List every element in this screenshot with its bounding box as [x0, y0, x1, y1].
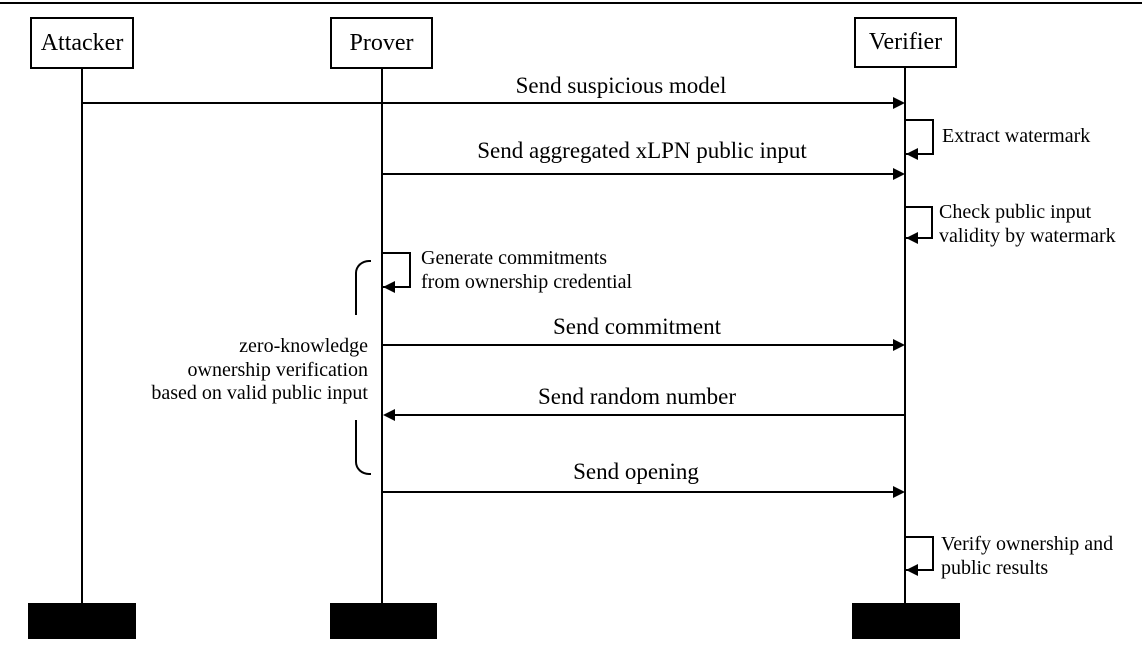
- lifeline-verifier: [904, 68, 906, 603]
- actor-box-attacker: Attacker: [30, 17, 134, 69]
- annotation-zero-knowledge: zero-knowledge ownership verification ba…: [151, 335, 368, 404]
- message-line-send-commitment: [382, 344, 894, 346]
- annotation-bracket-top: [355, 260, 371, 315]
- annotation-bracket-bottom: [355, 420, 371, 475]
- message-line-send-suspicious-model: [82, 102, 894, 104]
- top-rule: [0, 2, 1142, 4]
- message-label-send-random-number: Send random number: [537, 384, 737, 409]
- actor-label-prover: Prover: [349, 29, 414, 56]
- termination-bar-verifier: [852, 603, 960, 639]
- message-label-send-xlpn-public-input: Send aggregated xLPN public input: [477, 138, 807, 163]
- arrowhead-left-icon: [906, 148, 918, 160]
- arrowhead-left-icon: [906, 232, 918, 244]
- message-line-send-random-number: [394, 414, 905, 416]
- self-label-verify-ownership: Verify ownership and public results: [941, 533, 1114, 579]
- actor-box-verifier: Verifier: [854, 17, 957, 68]
- self-label-extract-watermark: Extract watermark: [942, 125, 1091, 147]
- message-label-send-opening: Send opening: [573, 459, 699, 484]
- lifeline-attacker: [81, 69, 83, 603]
- actor-label-attacker: Attacker: [40, 29, 124, 56]
- self-loop-extract-watermark: [904, 119, 934, 155]
- actor-label-verifier: Verifier: [868, 29, 943, 55]
- self-label-check-public-input: Check public input validity by watermark: [939, 201, 1116, 247]
- self-loop-verify-ownership: [904, 536, 934, 571]
- self-loop-check-public-input: [904, 206, 933, 239]
- termination-bar-attacker: [28, 603, 136, 639]
- arrowhead-left-icon: [383, 409, 395, 421]
- arrowhead-left-icon: [383, 281, 395, 293]
- self-label-generate-commitments: Generate commitments from ownership cred…: [421, 247, 633, 293]
- arrowhead-right-icon: [893, 339, 905, 351]
- termination-bar-prover: [330, 603, 437, 639]
- self-loop-generate-commitments: [381, 252, 411, 288]
- lifeline-prover: [381, 69, 383, 603]
- arrowhead-right-icon: [893, 97, 905, 109]
- message-line-send-opening: [382, 491, 894, 493]
- arrowhead-right-icon: [893, 486, 905, 498]
- arrowhead-left-icon: [906, 564, 918, 576]
- message-line-send-xlpn-public-input: [382, 173, 894, 175]
- arrowhead-right-icon: [893, 168, 905, 180]
- message-label-send-suspicious-model: Send suspicious model: [515, 73, 727, 98]
- actor-box-prover: Prover: [330, 17, 433, 69]
- message-label-send-commitment: Send commitment: [552, 314, 722, 339]
